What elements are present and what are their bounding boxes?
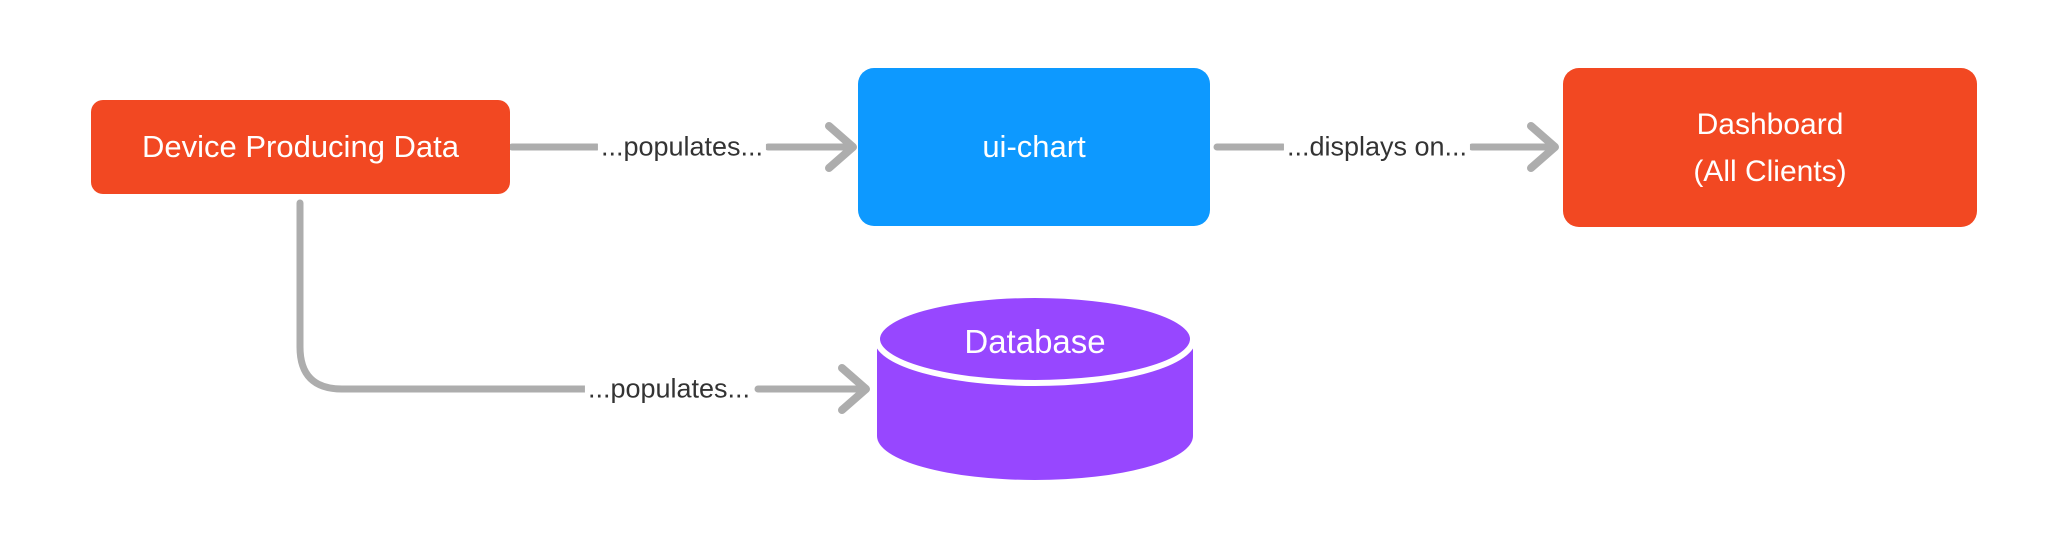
node-dashboard: Dashboard (All Clients) (1563, 68, 1977, 227)
edge-device-to-database (296, 199, 870, 414)
cylinder-body (877, 339, 1193, 480)
node-database: Database (874, 292, 1196, 480)
edge-label-populates-bottom: ...populates... (584, 373, 754, 405)
database-node-label: Database (964, 323, 1105, 360)
dashboard-node-label-line2: (All Clients) (1693, 154, 1847, 188)
node-device: Device Producing Data (91, 100, 510, 194)
dashboard-node-label-line1: Dashboard (1696, 107, 1844, 141)
edge-label-displays-on: ...displays on... (1283, 131, 1471, 163)
arrowhead-icon (825, 122, 857, 172)
ui-chart-node-label: ui-chart (982, 129, 1086, 164)
edge-uichart-to-dashboard (1213, 122, 1559, 172)
node-ui-chart: ui-chart (858, 68, 1210, 226)
device-node-label: Device Producing Data (141, 129, 460, 164)
arrowhead-icon (838, 364, 870, 414)
cylinder-top (874, 292, 1196, 386)
edge-label-populates-top: ...populates... (597, 131, 767, 163)
edge-device-to-uichart (508, 122, 857, 172)
arrowhead-icon (1527, 122, 1559, 172)
edge-line-start (296, 199, 589, 393)
